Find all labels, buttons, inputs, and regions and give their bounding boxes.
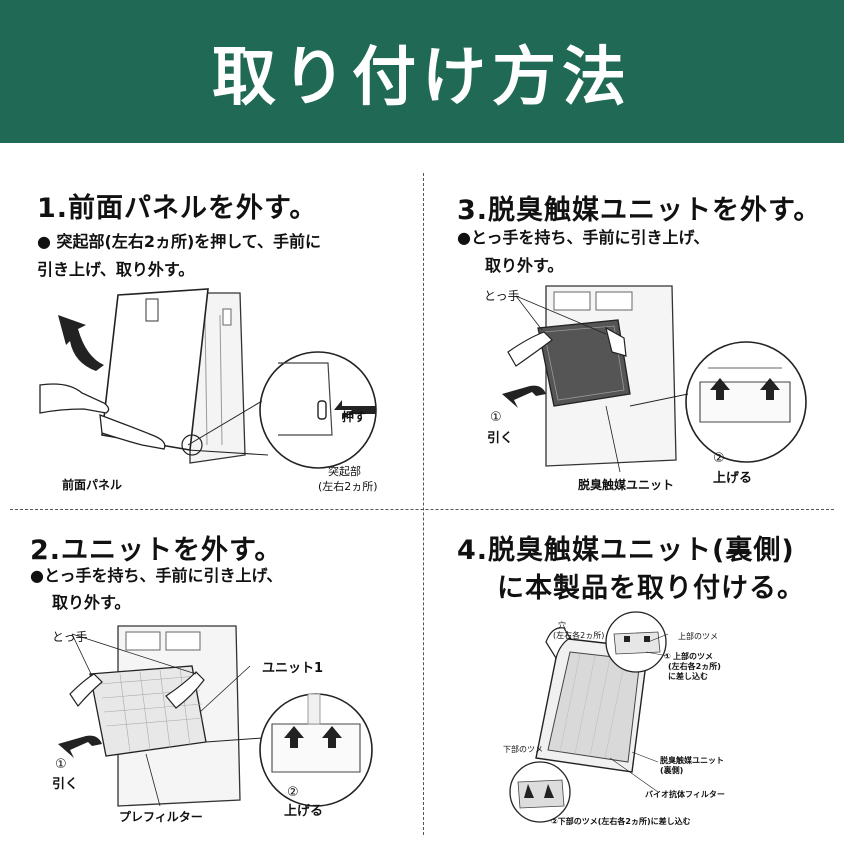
- step-4-bottom-insert-label: ②下部のツメ(左右各2ヵ所)に差し込む: [551, 817, 691, 826]
- step-2-title: 2.ユニットを外す。: [30, 535, 283, 566]
- step-1-protrusion-note: (左右2ヵ所): [318, 480, 378, 493]
- step-3-unit-label: 脱臭触媒ユニット: [578, 478, 675, 492]
- step-2-lift-number: ②: [287, 785, 299, 800]
- step-4-title-line1: 4.脱臭触媒ユニット(裏側): [457, 535, 795, 566]
- step-4-top-tab-insert-1: 上部のツメ: [673, 652, 713, 661]
- step-1-illustration: [39, 288, 377, 469]
- step-2-pull-label: 引く: [52, 777, 79, 792]
- step-1-push-label: 押す: [342, 410, 367, 424]
- step-1-title: 1.前面パネルを外す。: [37, 193, 318, 224]
- step-4-circle1: ①: [664, 652, 671, 661]
- step-3-title: 3.脱臭触媒ユニットを外す。: [457, 195, 822, 226]
- page-title: 取り付け方法: [212, 39, 632, 115]
- step-2-desc-line1: ●とっ手を持ち、手前に引き上げ、: [30, 566, 283, 585]
- step-4-illustration: [509, 611, 669, 823]
- step-4-unit-back-2: (裏側): [660, 766, 684, 775]
- step-4-bottom-tab-label: 下部のツメ: [503, 745, 543, 754]
- step-2-handle-label: とっ手: [52, 630, 88, 644]
- step-3-pull-label: 引く: [487, 431, 514, 446]
- step-1-panel-label: 前面パネル: [62, 478, 123, 492]
- step-4-hole-note: (左右各2ヵ所): [553, 631, 605, 640]
- step-2-prefilter-label: プレフィルター: [119, 810, 203, 824]
- header-banner: 取り付け方法: [0, 0, 844, 143]
- step-3-handle-label: とっ手: [484, 289, 520, 303]
- step-4-bio-filter-label: バイオ抗体フィルター: [645, 790, 725, 799]
- step-2-pull-number: ①: [55, 757, 67, 772]
- step-3-illustration: [502, 285, 807, 473]
- step-3-pull-number: ①: [490, 410, 502, 425]
- divider-vertical: [423, 173, 424, 835]
- step-1-desc-line2: 引き上げ、取り外す。: [37, 260, 195, 279]
- step-3-desc-line2: 取り外す。: [485, 256, 564, 275]
- step-1-desc-line1: ● 突起部(左右2ヵ所)を押して、手前に: [37, 232, 322, 251]
- step-2-lift-label: 上げる: [284, 804, 324, 819]
- step-4-title-line2: に本製品を取り付ける。: [497, 573, 805, 604]
- step-3-desc-line1: ●とっ手を持ち、手前に引き上げ、: [457, 228, 710, 247]
- step-4-unit-back-1: 脱臭触媒ユニット: [660, 756, 724, 765]
- step-3-lift-label: 上げる: [713, 471, 753, 486]
- step-4-top-tab-insert-3: に差し込む: [668, 672, 708, 681]
- step-1-protrusion-label: 突起部: [328, 465, 361, 478]
- step-2-desc-line2: 取り外す。: [52, 593, 131, 612]
- step-4-hole-label: 穴: [558, 621, 566, 630]
- step-4-top-tab-label: 上部のツメ: [678, 632, 718, 641]
- step-2-unit-label: ユニット1: [262, 661, 324, 676]
- divider-horizontal: [10, 509, 834, 510]
- step-2-illustration: [58, 625, 373, 807]
- step-4-top-tab-insert-2: (左右各2ヵ所): [668, 662, 721, 671]
- step-3-lift-number: ②: [713, 451, 725, 466]
